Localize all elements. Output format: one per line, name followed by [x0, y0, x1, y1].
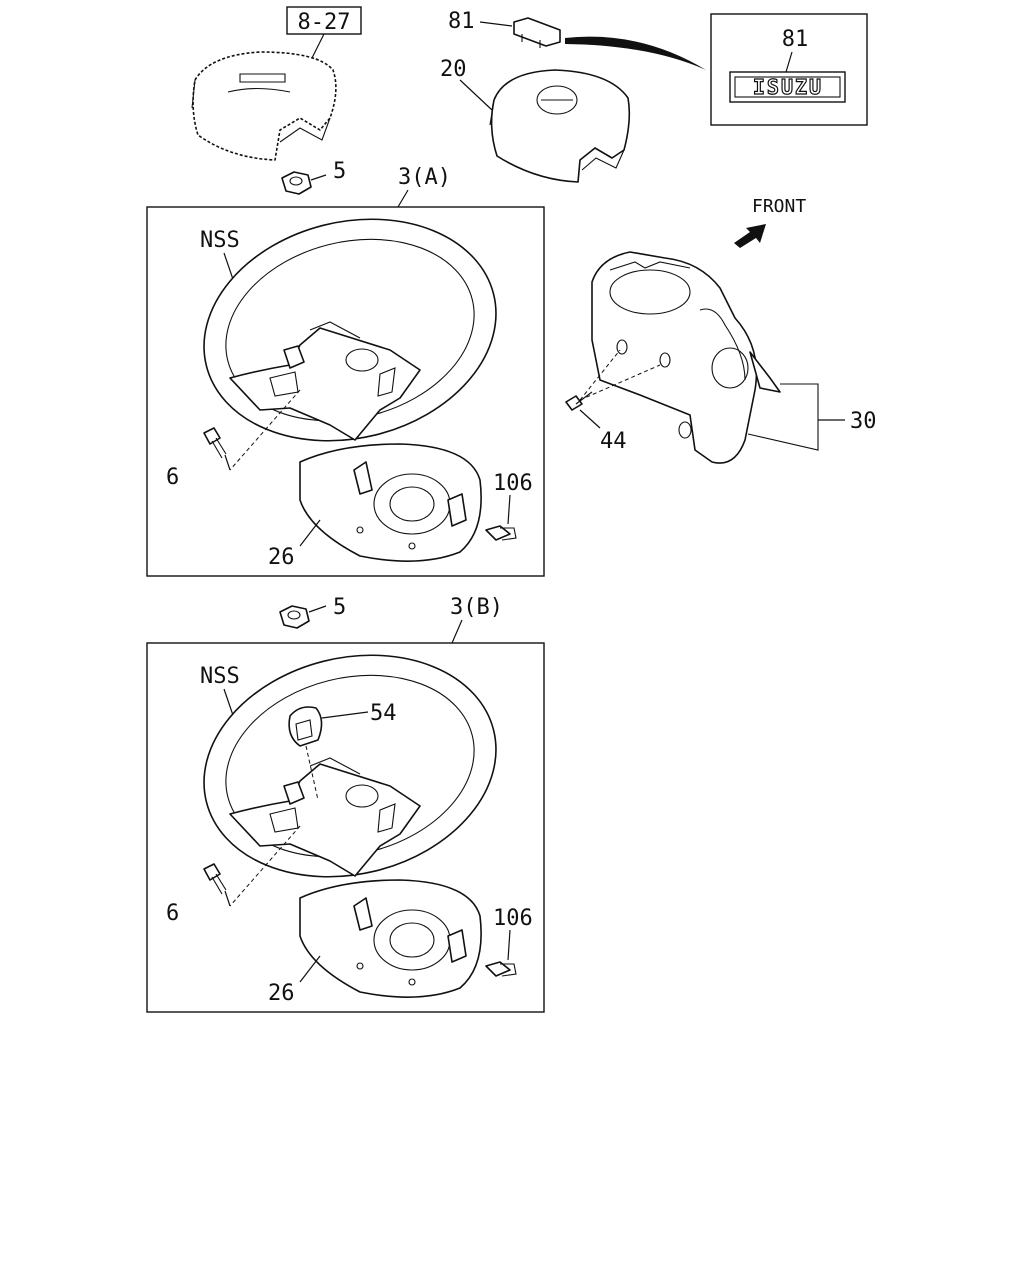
callout-3a: 3(A)	[398, 165, 451, 190]
callout-26-b: 26	[268, 981, 295, 1006]
callout-5-top: 5	[333, 159, 346, 184]
assembly-b-frame	[146, 642, 545, 1013]
callout-106-a: 106	[493, 471, 533, 496]
assembly-a-frame	[146, 206, 545, 577]
callout-3b: 3(B)	[450, 595, 503, 620]
callout-44: 44	[600, 429, 627, 454]
front-arrow-icon	[734, 224, 766, 248]
nss-label-a: NSS	[200, 228, 240, 253]
nut-5-top: 5	[281, 159, 346, 195]
horn-pad-cover-reference: 8-27	[191, 6, 362, 161]
front-direction-indicator: FRONT	[734, 196, 806, 248]
nss-label-b: NSS	[200, 664, 240, 689]
horn-pad-20: 20	[440, 57, 631, 183]
callout-26-a: 26	[268, 545, 295, 570]
logo-box-81-label: 81	[782, 27, 809, 52]
callout-5-mid: 5	[333, 595, 346, 620]
emblem-81-detail-box: 81 ISUZU	[710, 13, 868, 126]
emblem-clip-81: 81	[448, 9, 706, 70]
column-cover-30: 30	[591, 251, 877, 464]
screw-44: 44	[565, 349, 661, 454]
callout-6-a: 6	[166, 465, 179, 490]
front-label: FRONT	[752, 196, 806, 217]
isuzu-logo: ISUZU	[753, 75, 823, 99]
callout-54: 54	[370, 701, 397, 726]
callout-6-b: 6	[166, 901, 179, 926]
ref-8-27-label: 8-27	[298, 10, 351, 35]
nut-5-mid: 5	[279, 595, 346, 629]
steering-wheel-assembly-b: 3(B) NSS 54 6 26	[146, 595, 545, 1013]
callout-20: 20	[440, 57, 467, 82]
callout-106-b: 106	[493, 906, 533, 931]
callout-81: 81	[448, 9, 475, 34]
steering-wheel-assembly-a: 3(A) NSS 6 26 106	[146, 165, 545, 577]
callout-30: 30	[850, 409, 877, 434]
